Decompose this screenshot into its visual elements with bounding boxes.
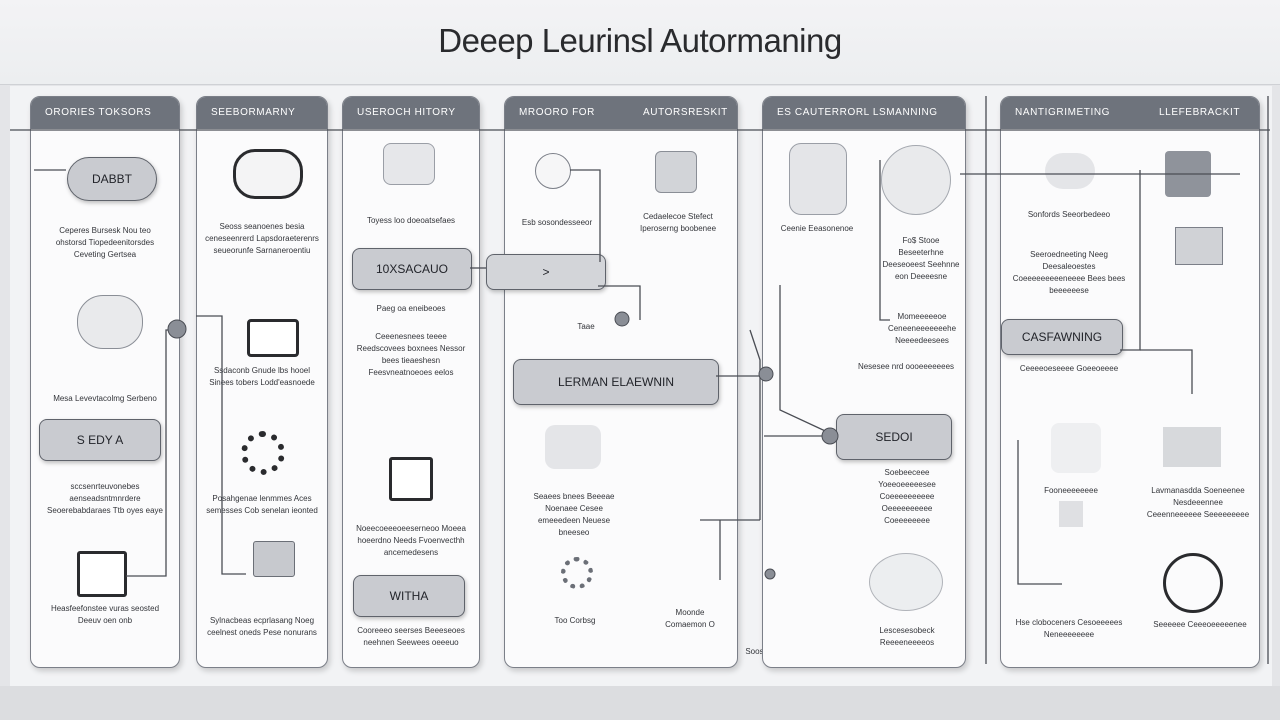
column-2-text-b: Ssdaconb Gnude lbs hooel Sinees tobers L… [209,366,315,387]
gadget-icon [1059,501,1083,527]
clock-icon [535,153,571,189]
column-6-text-e: Hse cloboceners Cesoeeeees Neneeeeeeee [1015,618,1123,639]
column-3-text-d: Noeecoeeeoeeserneoo Moeea hoeerdno Needs… [356,524,466,557]
column-4-text-d: Seaees bnees Beeeae Noenaee Cesee emeeed… [533,492,615,537]
column-5-text-c: Momeeeeeoe Ceneeneeeeeeehe Neeeedeesees [887,312,957,345]
dabbt-node[interactable]: DABBT [67,157,157,201]
lerman-elaswnin-node[interactable]: LERMAN ELAEWNIN [513,359,719,405]
column-5-text-d: Nesesee nrd oooeeeeeees [857,362,955,371]
column-5: ES CAUTERRORL LSMANNING Ceenie Eeasoneno… [762,96,966,668]
column-4-text-b: Cedaelecoe Stefect Iperoserng boobenee [639,212,717,233]
device-icon [1163,427,1221,467]
column-4-text-c: Taae [577,322,595,331]
rosauo-node[interactable]: 10XSACAUO [352,248,472,290]
scanner-icon [881,145,951,215]
column-6-header-secondary: LLEFEBRACKIT [1159,107,1241,118]
column-4-text-f: Moonde Comaemon O [665,608,715,629]
column-6-header: NANTIGRIMETING [1001,97,1259,129]
timer-icon [1163,553,1223,613]
column-4-text-a: Esb sosondesseeor [521,218,593,227]
column-3-text-c: Ceeenesnees teeee Reedscovees boxnees Ne… [356,332,466,377]
column-1-text-c: sccsenrteuvonebes aenseadsntmnrdere Seoe… [47,482,163,515]
column-4: MROORO FOR AUTORSRESKIT Esb sosondesseeo… [504,96,738,668]
witha-node[interactable]: WITHA [353,575,465,617]
appliance-icon [869,553,943,611]
robot-icon [1051,423,1101,473]
column-3: USEROCH HITORY Toyess loo doeoatsefaes P… [342,96,480,668]
column-5-text-f: Lescesesobeck Reeeeneeeeos [879,626,935,647]
casfawning-node[interactable]: CASFAWNING [1001,319,1123,355]
column-3-text-a: Toyess loo doeoatsefaes [366,216,456,225]
footer-strip [0,686,1280,720]
column-2-text-a: Seoss seanoenes besia ceneseenrerd Lapsd… [205,222,319,255]
column-5-text-b: Fo$ Stooe Beseeterhne Deeseoeest Seehnne… [882,236,960,281]
cloud-icon [233,149,303,199]
coffee-machine-icon [655,151,697,193]
column-3-text-e: Cooreeeo seerses Beeeseoes neehnen Seewe… [357,626,465,647]
column-1-text-a: Ceperes Bursesk Nou teo ohstorsd Tiopede… [55,226,155,259]
column-3-text-b: Paeg oa eneibeoes [376,304,446,313]
header-bar: Deeep Leurinsl Autormaning [0,0,1280,85]
column-6-text-d: Fooneeeeeeee [1044,486,1098,495]
column-6-text-b: Seeroedneeting Neeg Deesaleoestes Coeeee… [1012,250,1126,295]
microscope-icon [383,143,435,185]
column-4-header: MROORO FOR [505,97,737,129]
column-2: SEEBORMARNY Seoss seanoenes besia cenese… [196,96,328,668]
column-6: NANTIGRIMETING LLEFEBRACKIT Sonfords See… [1000,96,1260,668]
column-6-text-f: Seeeeee Ceeeoeeeeenee [1153,620,1247,629]
column-6-text-c: Ceeeeoeseeee Goeeoeeee [1019,364,1119,373]
keyboard-icon [1175,227,1223,265]
column-5-header: ES CAUTERRORL LSMANNING [763,97,965,129]
tablet-icon [77,551,127,597]
column-1-text-d: Heasfeefonstee vuras seosted Deeuv oen o… [50,604,160,625]
gear-small-icon [561,557,593,589]
column-6-text-g: Lavmanasdda Soeneenee Nesdeeennee Ceeenn… [1146,486,1250,519]
machine-icon [789,143,847,215]
column-1: ORORIES TOKSORS DABBT Ceperes Bursesk No… [30,96,180,668]
column-1-header: ORORIES TOKSORS [31,97,179,129]
column-4-text-e: Too Corbsg [554,616,596,625]
server-icon [1165,151,1211,197]
column-5-text-a: Ceenie Eeasonenoe [780,224,854,233]
chevron-node[interactable]: > [486,254,606,290]
sedi-node[interactable]: SEDOI [836,414,952,460]
column-2-header: SEEBORMARNY [197,97,327,129]
drone-icon [1045,153,1095,189]
column-6-text-a: Sonfords Seeorbedeeo [1027,210,1111,219]
printer-icon [253,541,295,577]
photo-frame-icon [389,457,433,501]
column-1-text-b: Mesa Levevtacolmg Serbeno [53,394,157,403]
column-2-text-c: Posahgenae lenmmes Aces semesses Cob sen… [206,494,318,515]
page-title: Deeep Leurinsl Autormaning [438,22,842,59]
gear-icon [241,431,285,475]
seda-node[interactable]: S EDY A [39,419,161,461]
monitor-icon [247,319,299,357]
column-5-text-e: Soebeeceee Yoeeoeeeeesee Coeeeeeeeeee Oe… [878,468,936,525]
router-icon [77,295,143,349]
column-4-header-secondary: AUTORSRESKIT [643,107,728,118]
robot-arm-icon [545,425,601,469]
column-2-text-d: Sylnacbeas ecprlasang Noeg ceelnest oned… [207,616,317,637]
column-3-header: USEROCH HITORY [343,97,479,129]
